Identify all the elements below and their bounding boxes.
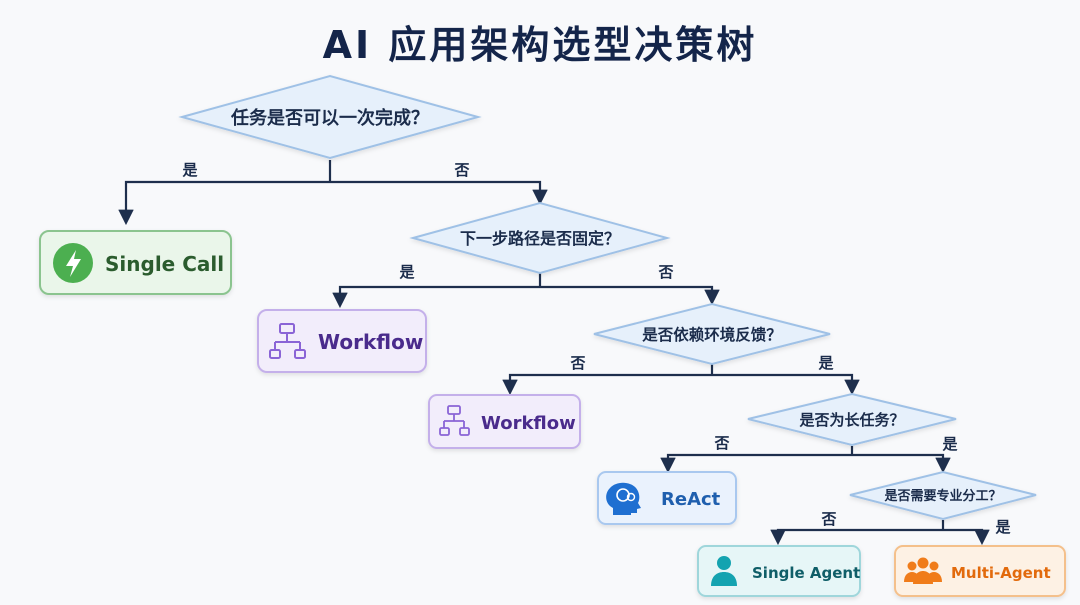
people-icon bbox=[904, 557, 942, 584]
result-node-workflow-1: Workflow bbox=[257, 309, 427, 373]
q5-no-connector bbox=[770, 528, 943, 546]
result-label-multi-agent: Multi-Agent bbox=[951, 564, 1051, 582]
question-text-q5: 是否需要专业分工？ bbox=[883, 488, 1001, 504]
q3-yes-connector bbox=[712, 373, 860, 396]
question-node-q4: 是否为长任务？ bbox=[747, 392, 957, 447]
question-node-q2: 下一步路径是否固定？ bbox=[409, 201, 671, 275]
q5-yes-connector bbox=[943, 528, 990, 546]
page-title: AI 应用架构选型决策树 bbox=[322, 23, 758, 67]
question-text-q3: 是否依赖环境反馈？ bbox=[641, 325, 782, 344]
result-label-single-call: Single Call bbox=[105, 252, 224, 276]
connectors bbox=[118, 160, 990, 546]
result-node-single-agent: Single Agent bbox=[697, 545, 861, 597]
workflow-icon bbox=[439, 405, 470, 436]
result-label-workflow-2: Workflow bbox=[481, 413, 576, 434]
question-text-q4: 是否为长任务？ bbox=[798, 411, 904, 429]
question-text-q1: 任务是否可以一次完成？ bbox=[230, 107, 429, 129]
result-node-single-call: Single Call bbox=[39, 230, 232, 295]
result-node-workflow-2: Workflow bbox=[428, 394, 581, 449]
workflow-icon bbox=[269, 323, 306, 359]
result-label-workflow-1: Workflow bbox=[318, 330, 423, 354]
q1-yes-connector bbox=[118, 180, 330, 226]
q2-yes-connector bbox=[332, 285, 540, 309]
edge-label-q1-no: 否 bbox=[453, 161, 469, 179]
question-node-q5: 是否需要专业分工？ bbox=[849, 470, 1037, 521]
edge-label-q2-yes: 是 bbox=[398, 263, 415, 281]
question-text-q2: 下一步路径是否固定？ bbox=[460, 229, 620, 248]
edge-label-q5-yes: 是 bbox=[994, 518, 1011, 536]
q2-no-connector bbox=[540, 285, 720, 306]
result-node-react: ReAct bbox=[597, 471, 737, 525]
lightning-icon bbox=[53, 243, 93, 283]
edge-label-q1-yes: 是 bbox=[181, 161, 198, 179]
edge-label-q2-no: 否 bbox=[657, 263, 673, 281]
edge-label-q5-no: 否 bbox=[820, 510, 836, 528]
q4-no-connector bbox=[660, 453, 852, 474]
result-label-react: ReAct bbox=[661, 489, 721, 510]
edge-label-q3-no: 否 bbox=[569, 354, 585, 372]
question-node-q1: 任务是否可以一次完成？ bbox=[178, 74, 482, 160]
q3-no-connector bbox=[502, 373, 712, 396]
edge-label-q3-yes: 是 bbox=[817, 354, 834, 372]
q4-yes-connector bbox=[852, 453, 951, 474]
edge-label-q4-no: 否 bbox=[713, 434, 729, 452]
edge-label-q4-yes: 是 bbox=[941, 435, 958, 453]
result-label-single-agent: Single Agent bbox=[752, 564, 860, 582]
person-icon bbox=[711, 556, 737, 586]
result-node-multi-agent: Multi-Agent bbox=[894, 545, 1066, 597]
question-node-q3: 是否依赖环境反馈？ bbox=[593, 302, 831, 366]
brain-head-icon bbox=[606, 482, 641, 515]
q1-no-connector bbox=[330, 180, 548, 206]
